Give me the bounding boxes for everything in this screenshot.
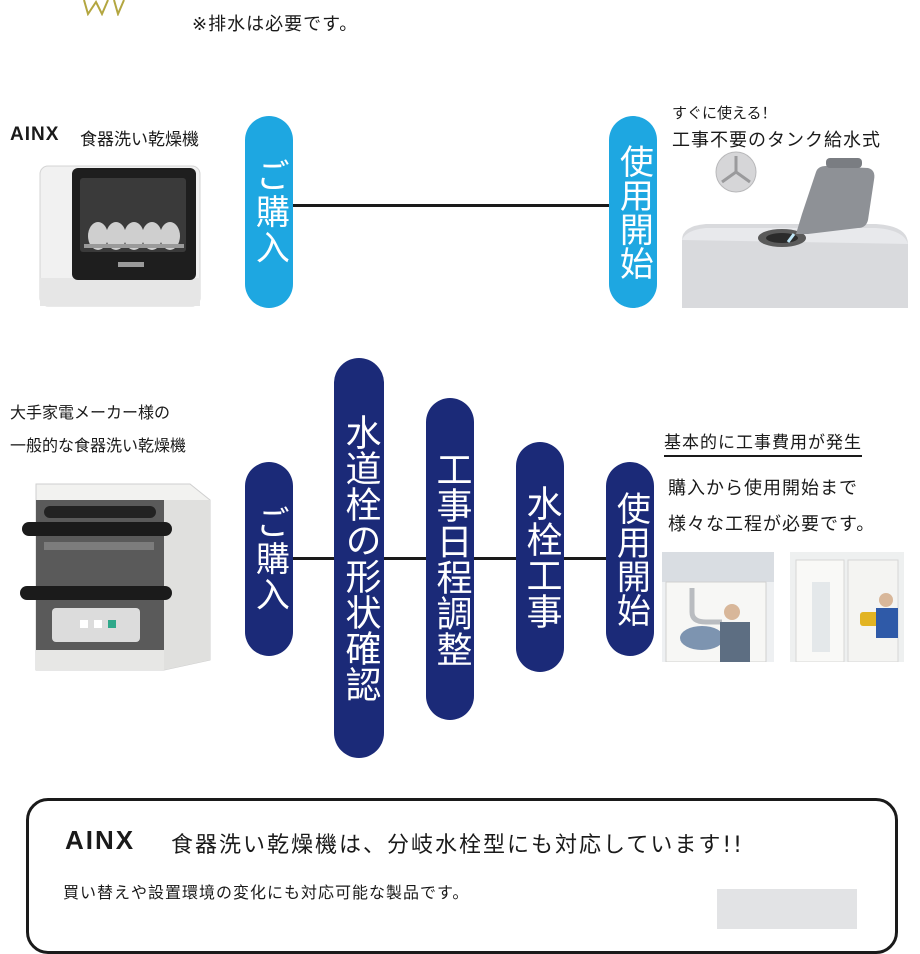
card-ainx-logo: AINX — [65, 825, 136, 855]
ready-to-use-caption: すぐに使える！ — [672, 104, 777, 122]
tank-water-caption: 工事不要のタンク給水式 — [672, 130, 881, 151]
drilling-work-photo — [790, 552, 904, 663]
compact-dishwasher-image — [36, 158, 204, 308]
process-desc-line2: 様々な工程が必要です。 — [668, 514, 876, 535]
connector-line-section1 — [292, 204, 612, 207]
card-subtext: 買い替えや設置環境の変化にも対応可能な製品です。 — [63, 883, 470, 902]
maker-caption-line2: 一般的な食器洗い乾燥機 — [10, 436, 187, 455]
card-product-image-fragment — [717, 889, 857, 929]
process-desc-line1: 購入から使用開始まで — [668, 478, 858, 499]
start-pill-section1: 使用開始 — [609, 116, 657, 308]
purchase-pill-section1: ご購入 — [245, 116, 293, 308]
water-tank-pour-image — [676, 150, 914, 308]
construction-cost-heading: 基本的に工事費用が発生 — [664, 428, 862, 457]
product-label: 食器洗い乾燥機 — [80, 130, 199, 150]
purchase-pill-section2: ご購入 — [245, 462, 293, 656]
start-pill-section2: 使用開始 — [606, 462, 654, 656]
branch-faucet-info-card: AINX 食器洗い乾燥機は、分岐水栓型にも対応しています!! 買い替えや設置環境… — [26, 798, 898, 954]
drainage-note: ※排水は必要です。 — [192, 14, 359, 35]
figure-illustration-fragment — [78, 0, 130, 17]
maker-caption-line1: 大手家電メーカー様の — [10, 403, 171, 422]
builtin-dishwasher-image — [14, 470, 214, 675]
schedule-adjust-pill: 工事日程調整 — [426, 398, 474, 720]
ainx-logo: AINX — [10, 124, 60, 145]
faucet-work-pill: 水栓工事 — [516, 442, 564, 672]
faucet-shape-check-pill: 水道栓の形状確認 — [334, 358, 384, 758]
plumbing-work-photo — [662, 552, 774, 663]
card-headline: 食器洗い乾燥機は、分岐水栓型にも対応しています!! — [171, 833, 744, 858]
